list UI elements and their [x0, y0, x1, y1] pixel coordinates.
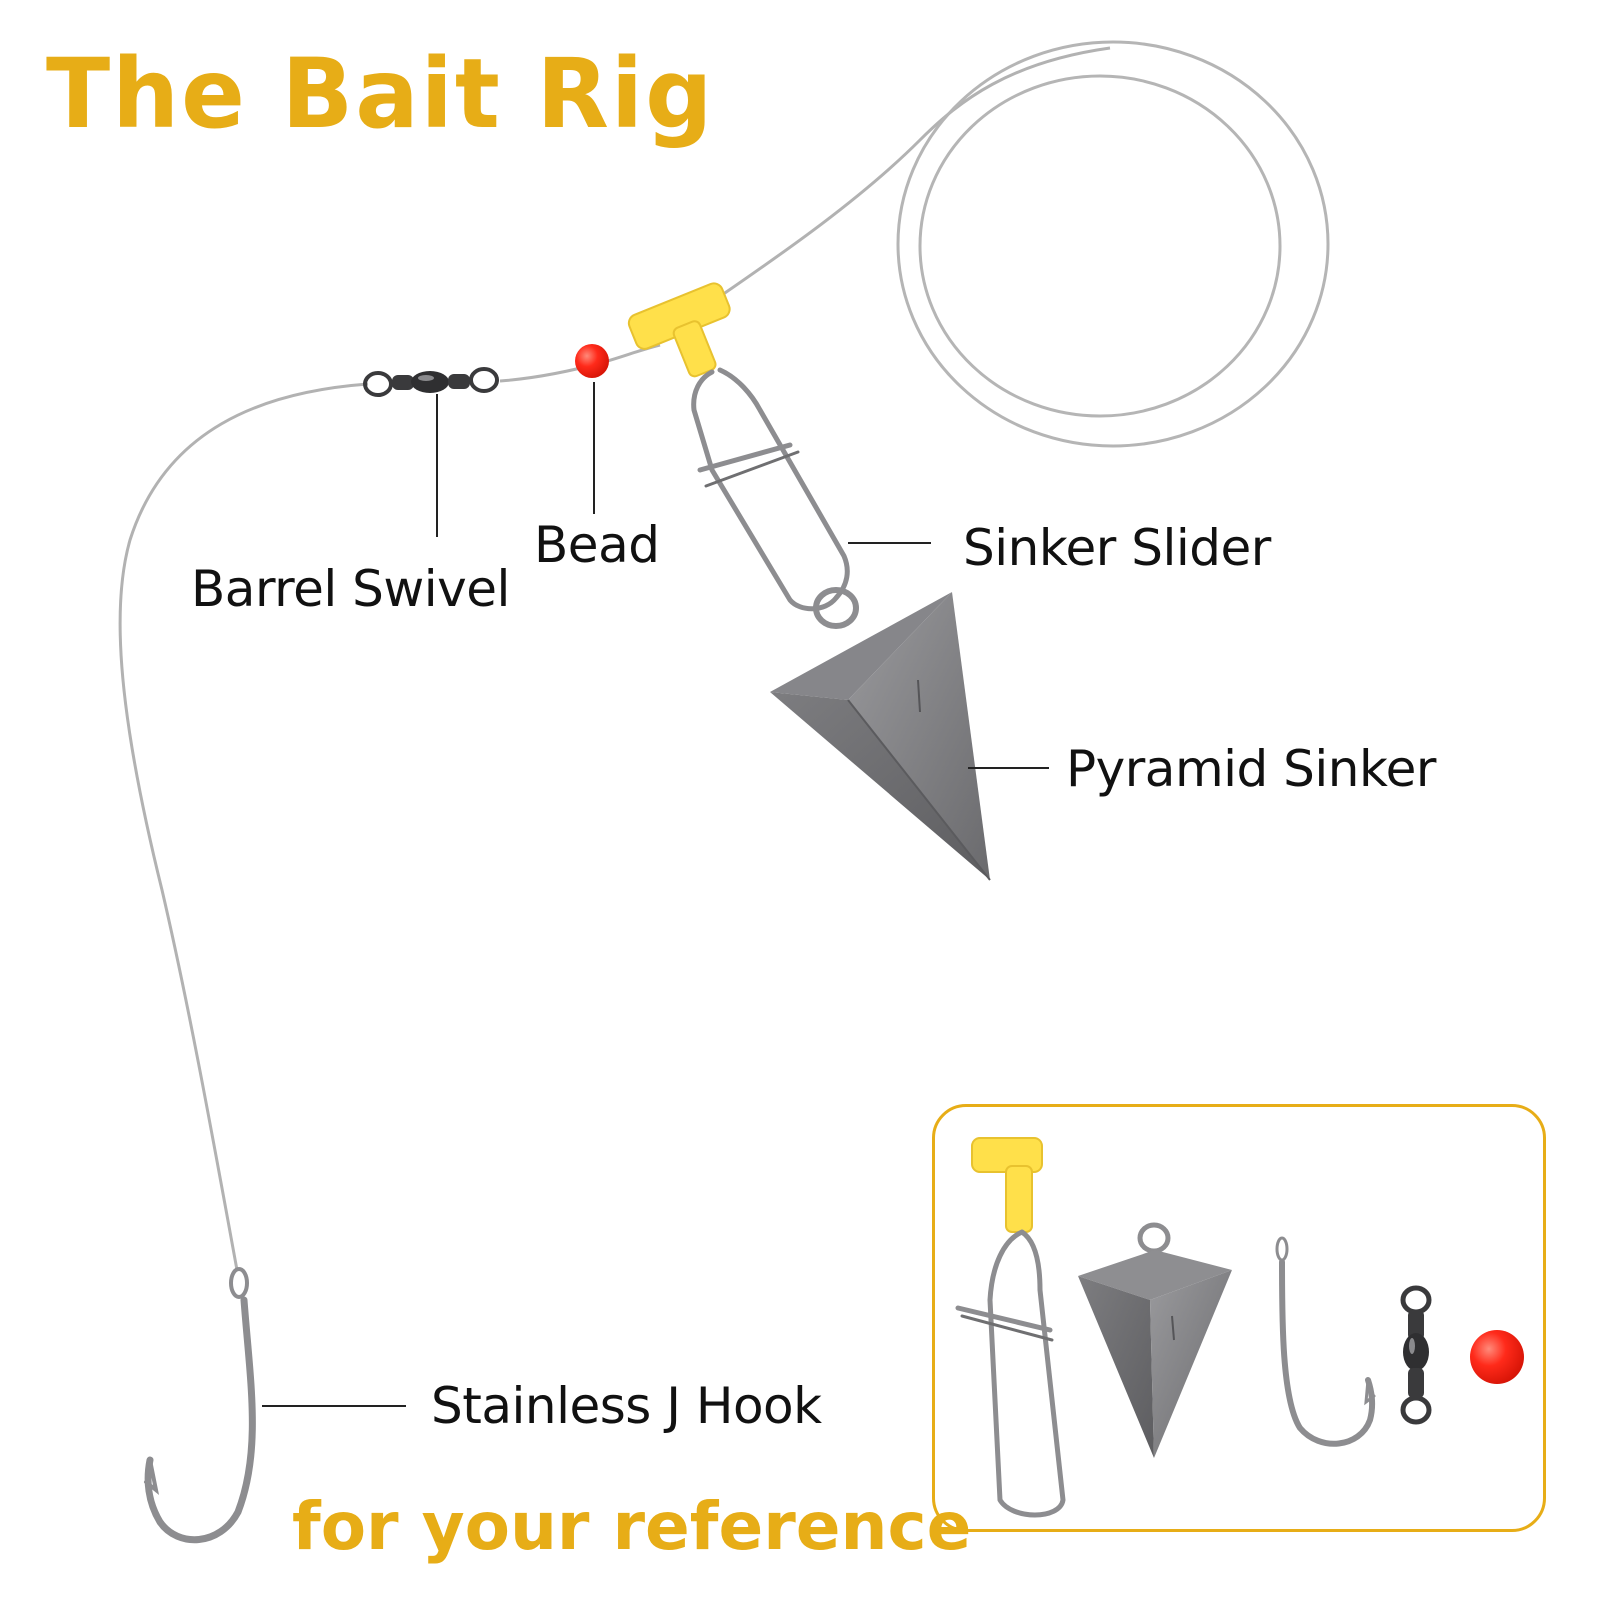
line-coil-outer — [896, 40, 1330, 448]
line-to-coil — [721, 46, 1111, 297]
diagram-title: The Bait Rig — [46, 38, 715, 150]
leader-line — [118, 382, 369, 1271]
inset-snap-clip — [955, 1229, 1066, 1518]
label-bead: Bead — [534, 516, 660, 574]
inset-bead — [1470, 1330, 1524, 1384]
bead — [575, 344, 609, 378]
label-sinker-slider: Sinker Slider — [963, 519, 1271, 577]
inset-barrel-swivel — [1400, 1285, 1432, 1425]
line-coil-inner — [918, 74, 1282, 418]
leader-lines — [262, 382, 1049, 1407]
label-stainless-j-hook: Stainless J Hook — [431, 1377, 822, 1435]
label-barrel-swivel: Barrel Swivel — [191, 560, 510, 618]
inset-slider — [971, 1137, 1043, 1233]
pyramid-sinker — [770, 592, 991, 881]
label-pyramid-sinker: Pyramid Sinker — [1066, 740, 1436, 798]
barrel-swivel — [363, 367, 499, 397]
inset-pyramid-sinker — [1078, 1222, 1232, 1458]
inset-j-hook — [1275, 1236, 1376, 1447]
snap-clip — [691, 367, 850, 612]
j-hook — [144, 1267, 256, 1544]
components-inset-frame — [932, 1104, 1546, 1532]
footer-caption: for your reference — [292, 1488, 972, 1565]
sinker-slider — [627, 282, 731, 378]
sinker-ring — [813, 587, 859, 629]
